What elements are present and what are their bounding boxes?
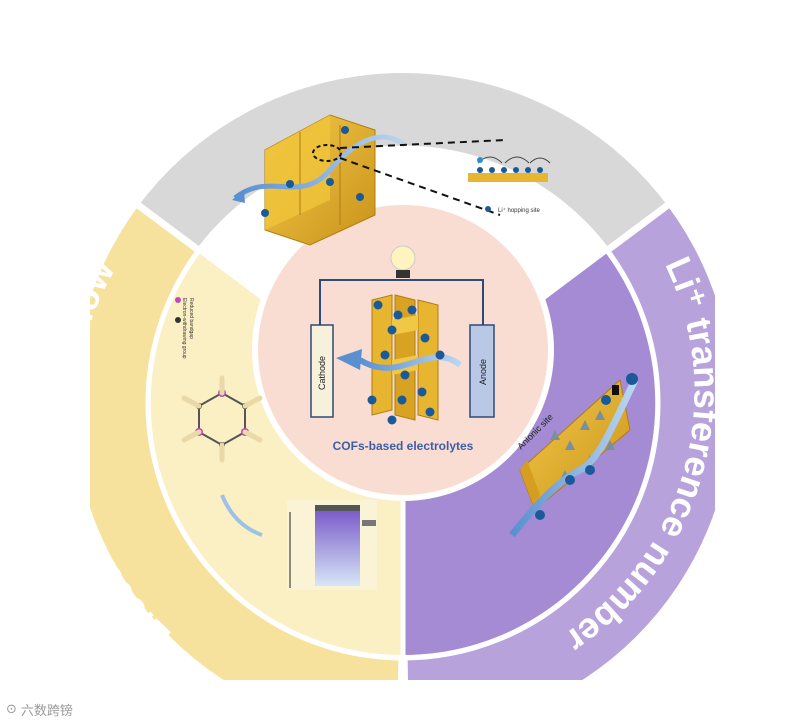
bandgap-bar <box>315 510 360 586</box>
anode-electrode <box>469 324 495 418</box>
ion-flow-arrow <box>233 134 407 200</box>
center-ion-flow-arrow <box>358 354 462 371</box>
battery-illustration: Cathode Anode COFs-based electrolytes <box>310 245 495 453</box>
li-transference-illustration: Anionic site <box>509 373 639 538</box>
electron-withdrawing-label: Electron-withdrawing group <box>181 298 187 359</box>
light-bulb-icon <box>390 245 416 271</box>
reduced-bandgap-label: Reduced bandgap <box>188 298 194 339</box>
anode-label: Anode <box>478 359 488 385</box>
li-hopping-site-label: Li⁺ hopping site <box>498 207 541 214</box>
li-ion-path <box>509 378 639 538</box>
ionic-conductivity-illustration: Li⁺ hopping site <box>232 114 551 246</box>
center-caption: COFs-based electrolytes <box>333 439 474 453</box>
watermark-text: 六数跨镑 <box>20 704 73 719</box>
cathode-electrode <box>310 324 334 418</box>
watermark: ⊙ 六数跨镑 <box>6 700 73 719</box>
electrostability-illustration: Reduced bandgap Electron-withdrawing gro… <box>175 297 377 590</box>
cathode-label: Cathode <box>317 356 327 390</box>
watermark-logo-icon: ⊙ <box>6 702 17 717</box>
